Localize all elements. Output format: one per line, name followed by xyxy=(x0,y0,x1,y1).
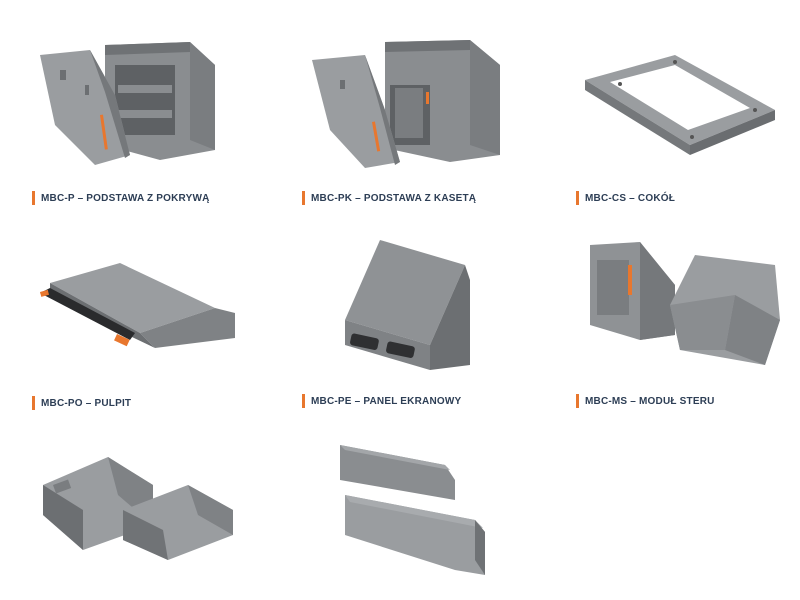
product-mbc-po[interactable] xyxy=(35,258,245,358)
accent-bar xyxy=(576,191,579,205)
product-mbc-pe[interactable] xyxy=(340,235,480,375)
accent-bar xyxy=(576,394,579,408)
product-mbc-cs[interactable] xyxy=(580,40,780,160)
caption-mbc-ms[interactable]: MBC-MS – MODUŁ STERU xyxy=(576,394,715,408)
console-base-with-cassette-image xyxy=(312,40,500,168)
product-label: MBC-PO – PULPIT xyxy=(41,397,132,409)
plinth-frame-image xyxy=(585,55,775,155)
caption-mbc-p[interactable]: MBC-P – PODSTAWA Z POKRYWĄ xyxy=(32,191,210,205)
product-label: MBC-CS – COKÓŁ xyxy=(585,192,676,204)
accent-bar xyxy=(302,191,305,205)
caption-mbc-po[interactable]: MBC-PO – PULPIT xyxy=(32,396,131,410)
caption-mbc-pk[interactable]: MBC-PK – PODSTAWA Z KASETĄ xyxy=(302,191,476,205)
desk-panel-image xyxy=(40,263,235,348)
product-mbc-pk[interactable] xyxy=(300,30,520,180)
plinth-beams-image xyxy=(340,445,485,575)
screen-panel-image xyxy=(345,240,470,370)
helm-module-image xyxy=(590,242,780,365)
product-corner-modules[interactable] xyxy=(38,455,248,560)
caption-mbc-cs[interactable]: MBC-CS – COKÓŁ xyxy=(576,191,675,205)
product-label: MBC-MS – MODUŁ STERU xyxy=(585,395,715,407)
product-mbc-p[interactable] xyxy=(30,30,250,180)
accent-bar xyxy=(302,394,305,408)
product-plinth-beams[interactable] xyxy=(335,440,495,580)
product-label: MBC-PE – PANEL EKRANOWY xyxy=(311,395,462,407)
caption-mbc-pe[interactable]: MBC-PE – PANEL EKRANOWY xyxy=(302,394,461,408)
console-base-with-cover-image xyxy=(40,42,215,165)
corner-modules-image xyxy=(43,457,233,560)
product-label: MBC-PK – PODSTAWA Z KASETĄ xyxy=(311,192,477,204)
product-mbc-ms[interactable] xyxy=(585,240,785,370)
accent-bar xyxy=(32,191,35,205)
product-label: MBC-P – PODSTAWA Z POKRYWĄ xyxy=(41,192,210,204)
accent-bar xyxy=(32,396,35,410)
